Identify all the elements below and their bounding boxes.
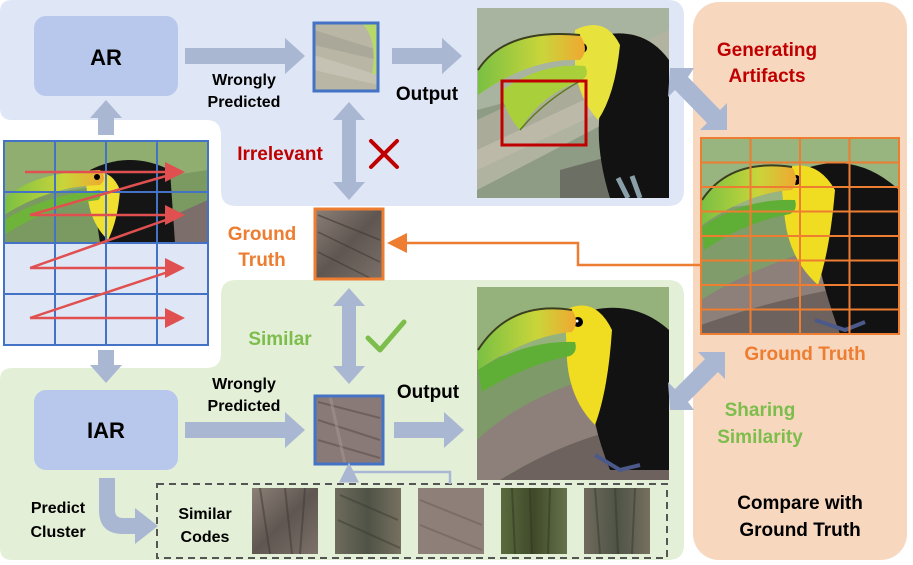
arrow-ar-to-patch	[185, 38, 305, 74]
iar-box	[34, 390, 178, 470]
artifact-highlight-box	[500, 79, 588, 147]
iar-wrong-label-1: Wrongly	[212, 376, 276, 393]
token-grid	[3, 140, 209, 346]
code-patch-3	[418, 488, 484, 554]
ar-output-label: Output	[396, 84, 459, 105]
arrow-gt-iar-patch-bidir	[333, 288, 365, 384]
codes-label-1: Similar	[178, 506, 231, 523]
arrow-output-to-gt-bottom	[668, 352, 725, 410]
similar-label: Similar	[248, 329, 312, 350]
ar-box	[34, 16, 178, 96]
code-patch-1	[252, 487, 318, 555]
compare-label-1: Compare with	[737, 493, 863, 514]
arrow-ar-patch-gt-bidir	[333, 102, 365, 200]
right-gt-image	[700, 137, 900, 335]
code-patch-5	[584, 487, 650, 555]
ar-output-image	[477, 8, 669, 198]
iar-wrong-label-2: Predicted	[208, 398, 281, 415]
arrow-iar-patch-to-output	[394, 412, 464, 448]
arrow-right-gt-to-patch	[387, 233, 749, 267]
iar-wrong-patch	[313, 394, 385, 466]
sharing-label-1: Sharing	[725, 400, 796, 421]
irrelevant-label: Irrelevant	[237, 144, 323, 165]
predict-label-2: Cluster	[30, 524, 85, 541]
code-patch-4	[501, 487, 567, 555]
code-patch-2	[335, 488, 401, 554]
codes-label-2: Codes	[181, 529, 230, 546]
gt-patch	[313, 207, 385, 281]
sharing-label-2: Similarity	[717, 427, 803, 448]
gen-artifacts-label-2: Artifacts	[728, 66, 805, 87]
predict-label-1: Predict	[31, 500, 86, 517]
iar-output-image	[477, 287, 669, 480]
arrow-output-to-gt-top	[668, 68, 727, 130]
arrow-grid-to-ar	[90, 100, 122, 135]
ar-wrong-patch	[312, 21, 380, 93]
ar-wrong-label-2: Predicted	[208, 94, 281, 111]
arrow-iar-to-codes	[99, 478, 158, 544]
ar-wrong-label-1: Wrongly	[212, 72, 276, 89]
cross-icon	[369, 139, 399, 169]
gt-label-1: Ground	[228, 224, 297, 245]
arrow-grid-to-iar	[90, 350, 122, 383]
gt-label-2: Truth	[238, 250, 286, 271]
similar-codes-box	[156, 483, 668, 559]
gen-artifacts-label-1: Generating	[717, 40, 817, 61]
arrow-codes-to-patch	[339, 462, 452, 484]
right-gt-label: Ground Truth	[744, 344, 865, 365]
iar-output-label: Output	[397, 382, 460, 403]
arrow-iar-to-patch	[185, 412, 305, 448]
compare-label-2: Ground Truth	[739, 520, 860, 541]
check-icon	[365, 319, 407, 353]
iar-box-label: IAR	[87, 418, 125, 443]
ar-box-label: AR	[90, 45, 122, 70]
arrow-ar-patch-to-output	[392, 38, 462, 74]
